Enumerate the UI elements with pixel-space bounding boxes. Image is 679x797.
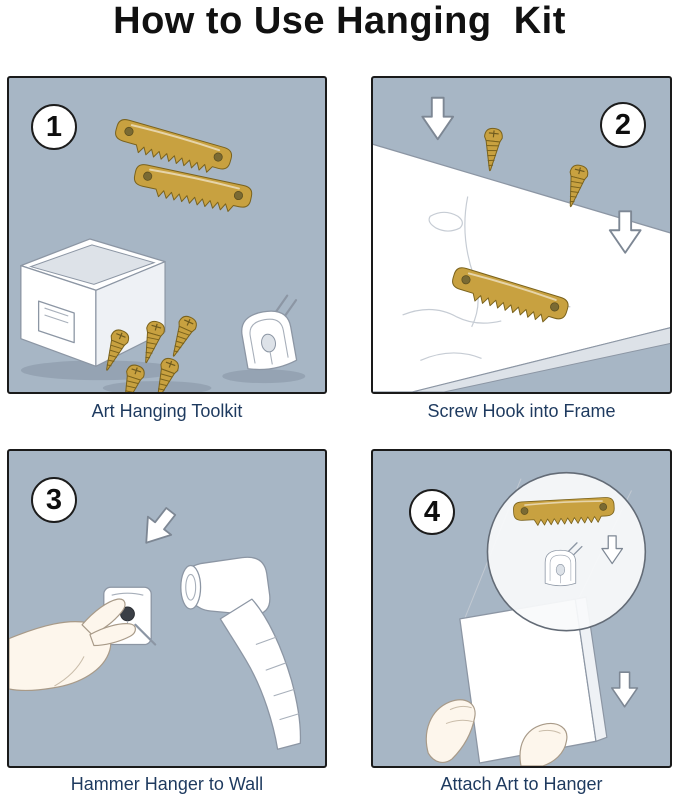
step-caption-4: Attach Art to Hanger xyxy=(440,774,603,794)
step-number-badge-2: 2 xyxy=(600,102,646,148)
step-2-illustration xyxy=(373,96,670,392)
step-panel-4: 4 xyxy=(371,449,672,768)
down-arrow-icon xyxy=(421,96,455,141)
step-3-illustration xyxy=(9,501,302,750)
step-number-badge-3: 3 xyxy=(31,477,77,523)
hand-icon xyxy=(9,598,136,691)
step-panel-1: 1 xyxy=(7,76,327,394)
down-left-arrow-icon xyxy=(133,501,184,553)
down-arrow-icon xyxy=(610,671,639,708)
step-number-badge-4: 4 xyxy=(409,489,455,535)
sawtooth-hanger-icon xyxy=(110,116,235,179)
screw-icon xyxy=(164,313,200,361)
step-1-illustration xyxy=(20,116,309,392)
hammer-icon xyxy=(180,556,302,750)
hand-icon xyxy=(519,722,568,766)
toolkit-box-icon xyxy=(20,238,166,367)
wall-hook-icon xyxy=(235,293,309,374)
wood-frame-icon xyxy=(373,143,670,392)
page-title: How to Use Hanging Kit xyxy=(113,0,566,42)
screw-icon xyxy=(480,126,504,173)
hand-icon xyxy=(425,699,476,764)
step-caption-3: Hammer Hanger to Wall xyxy=(70,774,264,794)
magnifier-circle xyxy=(486,471,647,632)
step-4-illustration xyxy=(425,471,647,766)
step-caption-1: Art Hanging Toolkit xyxy=(91,401,243,421)
sawtooth-hanger-icon xyxy=(130,161,255,217)
step-panel-3: 3 xyxy=(7,449,327,768)
step-panel-2: 2 xyxy=(371,76,672,394)
step-number-badge-1: 1 xyxy=(31,104,77,150)
step-caption-2: Screw Hook into Frame xyxy=(427,401,616,421)
